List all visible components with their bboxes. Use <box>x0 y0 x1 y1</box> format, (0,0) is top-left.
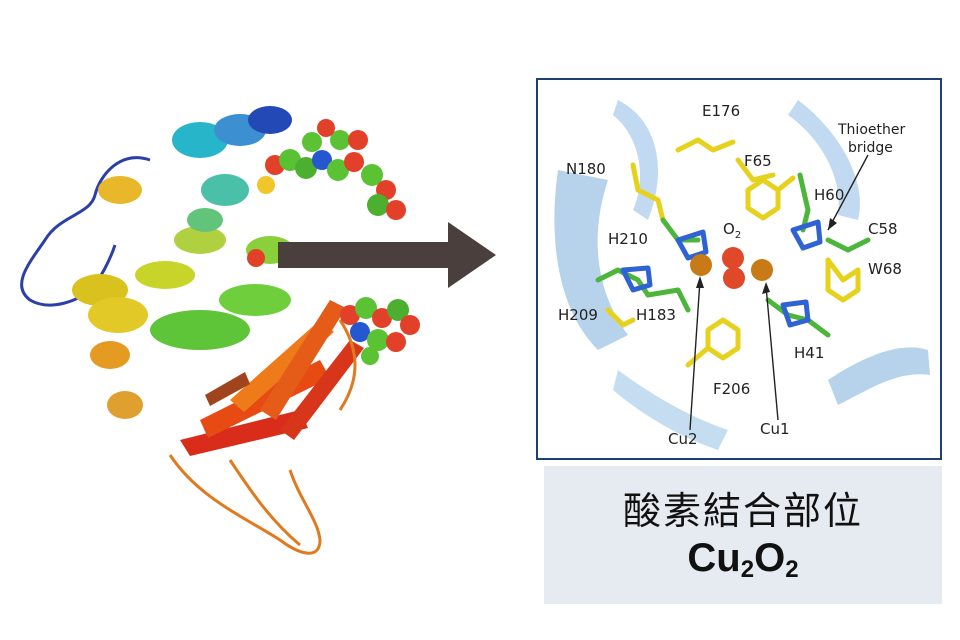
formula-o-sub: 2 <box>785 556 799 583</box>
active-site-graphic <box>554 100 930 450</box>
label-n180: N180 <box>566 160 606 178</box>
label-f206: F206 <box>713 380 751 398</box>
protein-structure-illustration <box>20 106 420 555</box>
label-h210: H210 <box>608 230 648 248</box>
label-cu2: Cu2 <box>668 430 698 448</box>
label-o2: O2 <box>723 220 741 241</box>
caption-formula: Cu2O2 <box>544 536 942 584</box>
label-h183: H183 <box>636 306 676 324</box>
label-cu1: Cu1 <box>760 420 790 438</box>
label-f65: F65 <box>744 152 772 170</box>
sphere-cluster-upper <box>247 119 406 267</box>
label-c58: C58 <box>868 220 898 238</box>
cyan-helices <box>172 106 292 232</box>
label-o2-main: O <box>723 220 735 238</box>
label-thioether-line2: bridge <box>848 140 893 156</box>
label-thioether-line1: Thioether <box>838 122 906 138</box>
active-site-panel: E176 N180 F65 Thioether bridge H60 H210 … <box>536 78 942 460</box>
formula-cu: Cu <box>687 536 741 580</box>
formula-cu-sub: 2 <box>740 556 755 583</box>
label-e176: E176 <box>702 102 741 120</box>
formula-o: O <box>754 536 786 580</box>
label-h209: H209 <box>558 306 598 324</box>
label-o2-sub: 2 <box>734 230 742 241</box>
sphere-cluster-lower <box>340 297 420 365</box>
label-h41: H41 <box>794 344 825 362</box>
red-beta-sheet <box>180 300 364 456</box>
label-w68: W68 <box>868 260 902 278</box>
orange-coils <box>168 319 357 555</box>
caption-box: 酸素結合部位 Cu2O2 <box>544 466 942 604</box>
yellow-helices <box>72 176 226 419</box>
green-helix <box>150 236 294 350</box>
pointer-arrow <box>278 222 496 288</box>
label-h60: H60 <box>814 186 845 204</box>
caption-title: 酸素結合部位 <box>622 489 863 533</box>
